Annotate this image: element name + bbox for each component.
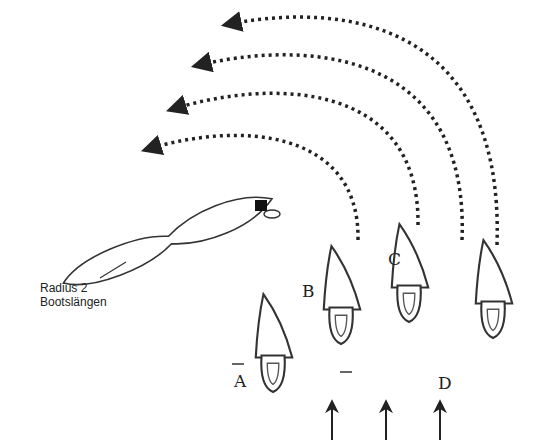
- wind-arrows: [332, 402, 440, 440]
- boat-letter: C: [388, 250, 401, 270]
- boat-b: [324, 246, 360, 344]
- boat-d: [476, 240, 512, 338]
- course-arrows: [145, 17, 497, 245]
- dash-mark: [340, 371, 352, 373]
- leader-line: [100, 262, 126, 278]
- boat-a: [256, 294, 292, 392]
- dash-mark: [232, 363, 244, 365]
- boat-letter: B: [302, 282, 315, 302]
- boat-letter: D: [438, 374, 452, 394]
- mark-flag: [255, 200, 267, 211]
- zone-note: Radius 2 Bootslängen: [40, 282, 140, 310]
- mark-buoy: [264, 210, 280, 218]
- zone-outline: [58, 185, 278, 297]
- boat-c: [392, 224, 428, 322]
- boat-letter: A: [234, 372, 246, 392]
